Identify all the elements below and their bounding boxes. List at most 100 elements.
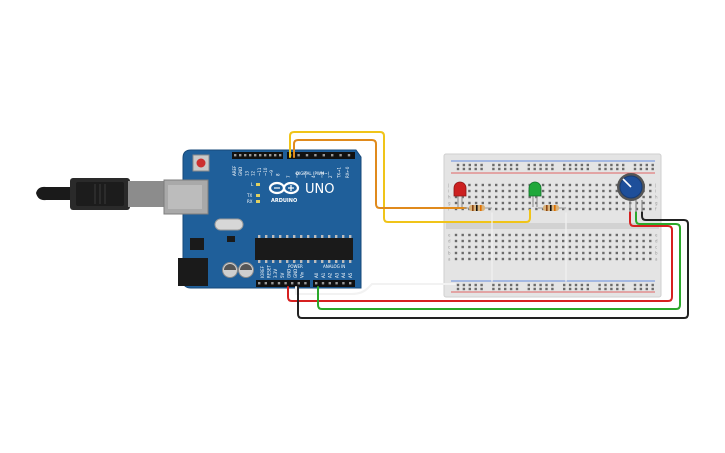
pin-label: RX←0 xyxy=(345,166,350,178)
hole xyxy=(598,167,601,171)
header-pin xyxy=(342,282,345,285)
row-letter-right: g xyxy=(655,201,658,206)
chip-pin xyxy=(314,260,317,263)
hole xyxy=(574,287,578,291)
hole xyxy=(645,287,648,291)
hole xyxy=(541,233,545,237)
hole xyxy=(582,183,585,187)
hole xyxy=(495,233,498,237)
resistor-red-led[interactable] xyxy=(464,205,492,211)
header-pin xyxy=(349,282,352,285)
hole xyxy=(633,283,637,287)
hole xyxy=(610,167,613,171)
wire-green[interactable] xyxy=(317,211,681,310)
hole xyxy=(535,207,538,211)
hole xyxy=(615,233,618,237)
led-green[interactable] xyxy=(528,181,542,207)
hole xyxy=(598,287,601,291)
hole xyxy=(595,251,598,255)
potentiometer-icon[interactable] xyxy=(617,173,645,212)
pin-label: TX→1 xyxy=(336,166,341,179)
hole xyxy=(535,257,538,261)
hole xyxy=(481,233,484,237)
hole xyxy=(548,245,551,249)
hole xyxy=(622,251,625,255)
hole xyxy=(588,233,592,237)
wire-orange[interactable] xyxy=(293,139,467,209)
hole xyxy=(527,283,530,287)
hole xyxy=(474,283,477,287)
hole xyxy=(562,183,565,187)
led-red[interactable] xyxy=(453,181,467,207)
hole xyxy=(562,233,565,237)
hole xyxy=(582,251,585,255)
header-pin xyxy=(254,154,257,157)
hole xyxy=(533,287,536,291)
wire-yellow[interactable] xyxy=(289,131,531,223)
header-pin xyxy=(347,154,351,157)
hole xyxy=(527,163,530,167)
hole xyxy=(521,245,525,249)
wire-black[interactable] xyxy=(297,211,689,319)
hole xyxy=(622,207,625,211)
hole xyxy=(616,163,619,167)
hole xyxy=(461,245,464,249)
hole xyxy=(515,195,518,199)
hole xyxy=(615,207,618,211)
hole xyxy=(468,233,471,237)
hole xyxy=(509,283,513,287)
header-pin xyxy=(269,154,272,157)
row-letter-right: e xyxy=(655,233,658,238)
hole xyxy=(568,239,572,243)
hole xyxy=(495,201,498,205)
hole xyxy=(642,245,645,249)
hole xyxy=(588,239,592,243)
usb-cable-icon[interactable] xyxy=(36,178,166,210)
wire-white[interactable] xyxy=(295,283,456,295)
hole xyxy=(528,251,531,255)
hole xyxy=(533,167,536,171)
reset-button-cap xyxy=(196,158,206,168)
hole xyxy=(582,195,585,199)
hole xyxy=(541,245,545,249)
chip-pin xyxy=(272,260,275,263)
hole xyxy=(508,183,511,187)
power-section-label: POWER xyxy=(288,264,303,269)
hole xyxy=(498,283,501,287)
hole xyxy=(580,167,584,171)
chip-pin xyxy=(342,260,345,263)
hole xyxy=(602,195,605,199)
header-pin xyxy=(264,282,267,285)
usb-cable-strain-relief xyxy=(36,186,70,201)
hole xyxy=(528,195,531,199)
hole xyxy=(580,163,584,167)
hole xyxy=(508,189,511,193)
hole xyxy=(488,233,491,237)
hole xyxy=(635,251,639,255)
row-letter-left: g xyxy=(448,201,451,206)
hole xyxy=(495,239,498,243)
hole xyxy=(488,201,491,205)
hole xyxy=(622,283,625,287)
header-pin xyxy=(284,282,287,285)
hole xyxy=(588,195,592,199)
resistor-green-led[interactable] xyxy=(538,205,566,211)
chip-pin xyxy=(321,260,324,263)
hole xyxy=(615,257,618,261)
pin-label: IOREF xyxy=(260,265,265,278)
hole xyxy=(492,287,495,291)
hole xyxy=(574,163,578,167)
hole xyxy=(515,163,519,167)
hole xyxy=(562,207,565,211)
hole xyxy=(495,189,498,193)
hole xyxy=(649,239,652,243)
hole xyxy=(456,287,460,291)
hole xyxy=(568,201,572,205)
pin-label: RESET xyxy=(267,265,272,278)
pin-label: ~10 xyxy=(263,167,268,176)
wire-red[interactable] xyxy=(287,211,673,302)
